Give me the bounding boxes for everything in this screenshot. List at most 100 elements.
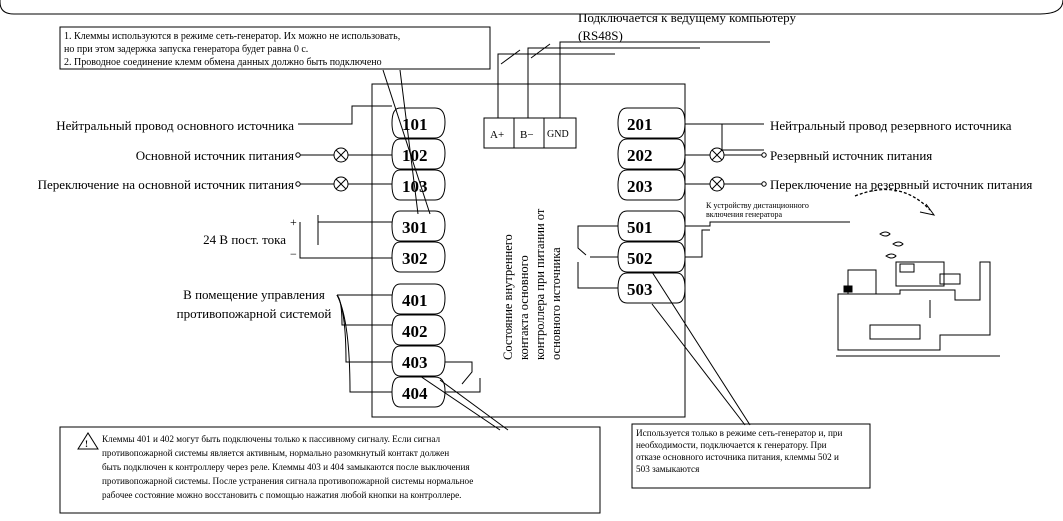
terminal-503: 503 <box>627 280 653 299</box>
arrow-to-generator <box>854 188 931 211</box>
host-label-line-2: (RS48S) <box>578 28 623 43</box>
leader-gen-1 <box>651 271 751 426</box>
label-switch-main: Переключение на основной источник питани… <box>38 177 294 192</box>
vertical-caption-2: контакта основного <box>517 255 531 360</box>
label-fire-line-1: В помещение управления <box>183 287 325 302</box>
terminal-401: 401 <box>402 291 428 310</box>
leader-gen-2 <box>651 303 746 426</box>
warning-mark: ! <box>85 439 88 449</box>
label-switch-reserve: Переключение на резервный источник питан… <box>770 177 1032 192</box>
leader-fire-note-2 <box>439 379 509 431</box>
note-gen-line-3: отказе основного источника питания, клем… <box>636 452 839 462</box>
wire-mark-2 <box>530 43 551 59</box>
terminal-302: 302 <box>402 249 428 268</box>
note-gen-line-1: Используется только в режиме сеть-генера… <box>636 428 842 438</box>
vertical-caption-3: контроллера при питании от <box>533 208 547 360</box>
note-fire-line-1: Клеммы 401 и 402 могут быть подключены т… <box>102 434 441 444</box>
label-gnd: GND <box>547 129 569 140</box>
note-top-line-1: 1. Клеммы используются в режиме сеть-ген… <box>64 31 400 42</box>
wire-b <box>527 47 700 118</box>
relay-contact-503 <box>577 262 618 289</box>
terminal-box-102 <box>391 138 446 170</box>
contact-403-404-a <box>445 361 473 385</box>
note-fire-line-3: быть подключен к контроллеру через реле.… <box>102 462 470 472</box>
terminal-box-201 <box>617 107 686 139</box>
wire-dc-minus <box>299 238 392 259</box>
terminal-box-202 <box>617 138 686 170</box>
note-fire-box <box>59 426 601 514</box>
label-reserve-supply: Резервный источник питания <box>770 148 932 163</box>
node-main-supply <box>295 152 301 158</box>
vertical-caption-1: Состояние внутреннего <box>501 234 515 360</box>
terminal-box-502 <box>617 241 686 273</box>
wire-fire-404 <box>336 294 392 393</box>
lamp-cross-reserve-supply <box>711 149 723 161</box>
terminal-102: 102 <box>402 146 428 165</box>
wire-remote-501 <box>685 221 850 227</box>
vertical-caption-4: основного источника <box>549 247 563 360</box>
terminal-box-402 <box>391 314 446 346</box>
terminal-202: 202 <box>627 146 653 165</box>
note-fire-line-2: противопожарной системы является активны… <box>102 448 449 458</box>
terminal-box-103 <box>391 169 446 201</box>
note-gen-line-4: 503 замыкаются <box>636 464 700 474</box>
label-neutral-reserve: Нейтральный провод резервного источника <box>770 118 1012 133</box>
wire-fire-403 <box>336 294 392 363</box>
note-fire-line-4: противопожарной системы. После устранени… <box>102 476 473 486</box>
label-neutral-main: Нейтральный провод основного источника <box>56 118 294 133</box>
lamp-cross-switch-reserve <box>711 178 723 190</box>
terminal-403: 403 <box>402 353 428 372</box>
lamp-cross-switch-main <box>335 178 347 190</box>
terminal-box-203 <box>617 169 686 201</box>
terminal-box-302 <box>391 241 446 273</box>
note-top-line-2: но при этом задержка запуска генератора … <box>64 44 308 55</box>
terminal-101: 101 <box>402 115 428 134</box>
terminal-201: 201 <box>627 115 653 134</box>
wire-mark-1 <box>500 49 521 65</box>
label-minus: − <box>290 247 297 261</box>
label-main-supply: Основной источник питания <box>136 148 294 163</box>
leader-fire-note <box>419 375 501 431</box>
terminal-box-403 <box>391 345 446 377</box>
terminal-301: 301 <box>402 218 428 237</box>
terminal-404: 404 <box>402 384 428 403</box>
terminal-box-101 <box>391 107 446 139</box>
leader-note-2 <box>399 69 419 215</box>
arrow-head-icon <box>919 203 936 216</box>
wire-neutral-reserve <box>685 123 764 151</box>
note-generator-box <box>631 423 871 489</box>
label-a-plus: A+ <box>490 129 504 141</box>
terminal-103: 103 <box>402 177 428 196</box>
wire-dc-plus <box>317 221 392 230</box>
relay-contact-501 <box>577 225 618 256</box>
generator-icon <box>836 231 1000 357</box>
terminal-box-503 <box>617 272 686 304</box>
wire-remote-502 <box>685 229 710 258</box>
note-fire-line-5: рабочее состояние можно восстановить с п… <box>102 490 461 500</box>
label-remote-line-1: К устройству дистанционного <box>706 201 809 210</box>
label-b-minus: B− <box>520 129 534 141</box>
wire-neutral-main <box>298 105 392 125</box>
terminal-box-501 <box>617 210 686 242</box>
lamp-cross-main-supply <box>335 149 347 161</box>
note-top-line-3: 2. Проводное соединение клемм обмена дан… <box>64 57 382 68</box>
terminal-501: 501 <box>627 218 653 237</box>
node-switch-main <box>295 181 301 187</box>
host-label-line-1: Подключается к ведущему компьютеру <box>578 10 797 25</box>
label-fire-line-2: противопожарной системой <box>177 306 332 321</box>
note-top-box <box>59 26 491 70</box>
contact-403-404-b <box>445 378 481 393</box>
terminal-502: 502 <box>627 249 653 268</box>
terminal-203: 203 <box>627 177 653 196</box>
node-reserve-supply <box>761 152 767 158</box>
terminal-402: 402 <box>402 322 428 341</box>
note-gen-line-2: необходимости, подключается к генератору… <box>636 440 827 450</box>
leader-note-1 <box>382 69 431 215</box>
battery-icon <box>299 215 319 245</box>
label-plus: + <box>290 215 297 229</box>
node-switch-reserve <box>761 181 767 187</box>
label-remote-line-2: включения генератора <box>706 210 782 219</box>
terminal-box-301 <box>391 210 446 242</box>
label-dc24: 24 В пост. тока <box>203 232 286 247</box>
